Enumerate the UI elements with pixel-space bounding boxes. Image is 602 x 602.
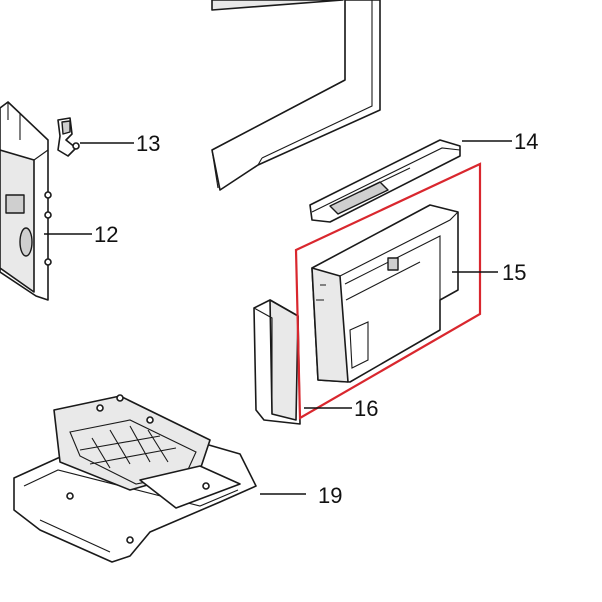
base-tray-part: [13, 394, 257, 563]
callout-12: 12: [94, 222, 118, 247]
side-panel-part: [253, 299, 301, 425]
callout-16: 16: [354, 396, 378, 421]
callout-19: 19: [318, 483, 342, 508]
part-15-highlight-outline: [294, 162, 482, 420]
callout-15: 15: [502, 260, 526, 285]
side-unit-part: [0, 101, 52, 301]
callout-13: 13: [136, 131, 160, 156]
water-tank-part: [311, 204, 459, 383]
top-panel-part: [211, 0, 381, 191]
callout-14: 14: [514, 129, 538, 154]
top-cover-strip-part: [309, 139, 461, 223]
latch-clip-part: [57, 117, 80, 157]
